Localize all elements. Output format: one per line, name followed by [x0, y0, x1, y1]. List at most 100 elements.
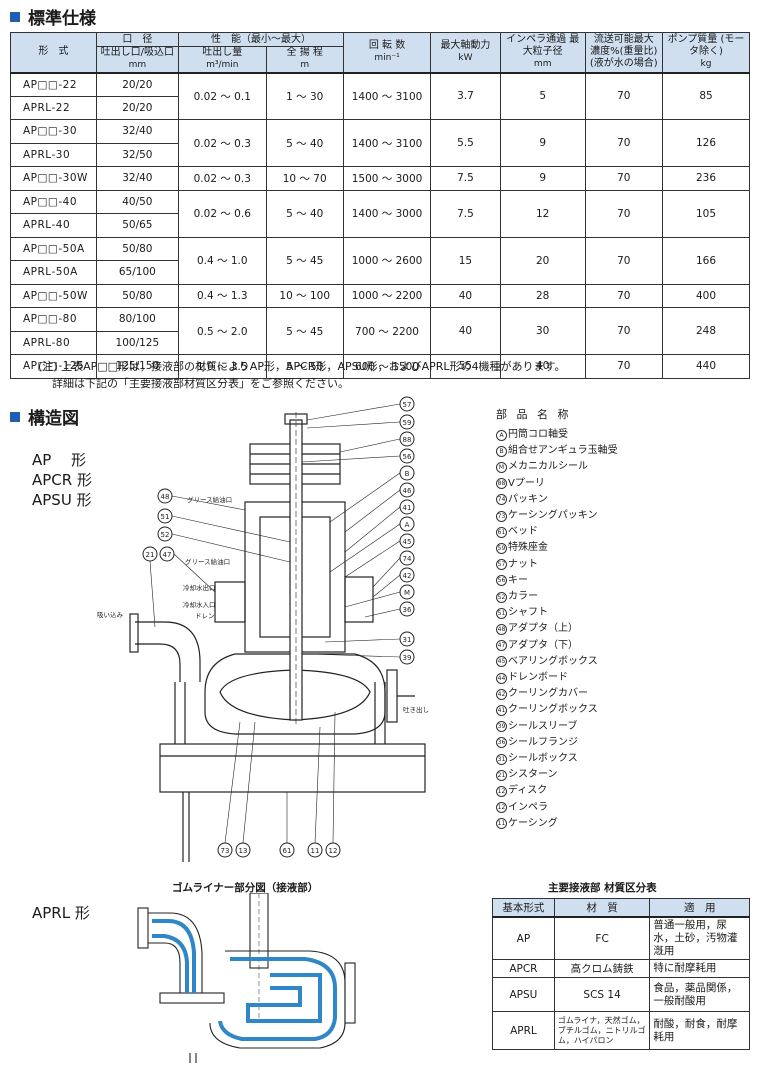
table-row: APRL-22 20/20 — [10, 95, 750, 120]
svg-text:61: 61 — [283, 847, 292, 855]
label-drain: ドレン — [195, 612, 215, 620]
callout-57: 57 — [306, 396, 415, 421]
th-base: 基本形式 — [492, 898, 555, 918]
callout-21: 21 — [142, 546, 158, 628]
label-grease-1: グリース給油口 — [187, 495, 232, 504]
svg-text:57: 57 — [403, 401, 412, 409]
th-conc: 流送可能最大 濃度%(重量比) (液が水の場合) — [584, 32, 664, 73]
table-row: AP□□-80 80/100 0.5 ～ 2.0 5 ～ 45 700 ～ 22… — [10, 307, 750, 355]
callout-74: 74 — [372, 550, 415, 588]
table-row: APCR 高クロム鋳鉄 特に耐摩耗用 — [492, 959, 750, 978]
bed-outline — [159, 743, 426, 793]
model-label-apsu: APSU 形 — [32, 491, 92, 509]
callouts-left: 48 51 52 21 47 — [142, 488, 291, 628]
th-model: 形 式 — [10, 32, 97, 73]
section-marker-icon — [10, 411, 20, 422]
th-use: 適 用 — [649, 898, 750, 918]
callout-45: 45 — [344, 533, 415, 578]
callout-39: 39 — [309, 649, 415, 665]
svg-text:45: 45 — [403, 538, 412, 546]
callout-12: 12 — [325, 711, 341, 858]
svg-text:88: 88 — [403, 436, 412, 444]
table-row: APRL-30 32/50 — [10, 142, 750, 167]
callout-a: A — [329, 516, 415, 573]
callout-52: 52 — [157, 526, 291, 563]
svg-text:36: 36 — [403, 606, 412, 614]
label-cool-in: 冷却水入口 — [183, 600, 216, 609]
svg-text:59: 59 — [403, 419, 412, 427]
label-cool-out: 冷却水出口 — [183, 583, 216, 592]
svg-text:11: 11 — [311, 847, 320, 855]
table-row: APRL-40 50/65 — [10, 213, 750, 238]
label-discharge: 吐き出し — [403, 705, 429, 714]
rubber-liner — [152, 919, 337, 1041]
note-line-1: (注) 上表AP□□形は，接液部の材質によりAP形，APCR形，APSU形，およ… — [38, 360, 566, 373]
svg-text:42: 42 — [403, 572, 412, 580]
svg-text:A: A — [405, 521, 410, 529]
callout-73: 73 — [217, 721, 241, 858]
model-label-ap: AP 形 — [32, 451, 87, 469]
section-marker-icon — [10, 11, 20, 22]
material-table: 基本形式 材 質 適 用 AP FC 普通一般用，尿水，土砂，汚物灌漑用 APC… — [492, 898, 750, 1050]
label-grease-2: グリース給油口 — [185, 557, 230, 566]
callout-56: 56 — [301, 448, 415, 464]
table-row: AP□□-30 32/40 0.02 ～ 0.3 5 ～ 40 1400 ～ 3… — [10, 119, 750, 167]
callout-51: 51 — [157, 508, 291, 543]
callout-11: 11 — [307, 726, 323, 858]
table-row: APRL-80 100/125 — [10, 330, 750, 355]
casing-outline — [204, 653, 386, 735]
svg-text:39: 39 — [403, 654, 412, 662]
table-note: (注) 上表AP□□形は，接液部の材質によりAP形，APCR形，APSU形，およ… — [38, 358, 748, 392]
callout-m: M — [344, 584, 415, 608]
callout-48: 48 — [157, 488, 246, 511]
pump-cross-section-drawing: 57 59 88 56 B 46 41 A 45 74 42 M 36 31 3… — [97, 396, 429, 862]
table-row: AP□□-30W 32/40 0.02 ～ 0.3 10 ～ 70 1500 ～… — [10, 166, 750, 191]
svg-text:48: 48 — [161, 493, 170, 501]
callout-13: 13 — [235, 721, 256, 858]
th-perf-group: 性 能（最小～最大） — [178, 32, 344, 47]
model-label-apcr: APCR 形 — [32, 471, 92, 489]
table-row: AP□□-50A 50/80 0.4 ～ 1.0 5 ～ 45 1000 ～ 2… — [10, 236, 750, 285]
section-title-spec: 標準仕様 — [10, 4, 96, 29]
svg-text:56: 56 — [403, 453, 412, 461]
callout-36: 36 — [364, 601, 415, 618]
model-labels: AP 形 APCR 形 APSU 形 — [32, 450, 92, 510]
callout-42: 42 — [372, 567, 415, 598]
parts-list-title: 部 品 名 称 — [496, 408, 572, 421]
table-row: AP FC 普通一般用，尿水，土砂，汚物灌漑用 — [492, 916, 750, 960]
callout-61: 61 — [279, 792, 295, 858]
rubber-liner-drawing — [137, 893, 356, 1063]
th-bore-group: 口 径 — [95, 32, 180, 47]
svg-text:73: 73 — [221, 847, 230, 855]
svg-text:47: 47 — [163, 551, 172, 559]
table-row: AP□□-22 20/20 0.02 ～ 0.1 1 ～ 30 1400 ～ 3… — [10, 72, 750, 120]
callout-46: 46 — [344, 482, 415, 533]
svg-text:41: 41 — [403, 504, 412, 512]
callout-41: 41 — [344, 499, 415, 553]
table-row: APRL ゴムライナ，天然ゴム，ブチルゴム，ニトリルゴム，ハイパロン 耐酸，耐食… — [492, 1011, 750, 1050]
table-row: AP□□-125 125/150 1.0 ～ 3.5 5 ～ 50 600 ～ … — [10, 354, 750, 379]
rubber-liner-title: ゴムライナー部分図（接液部） — [172, 882, 319, 894]
th-weight: ポンプ質量 (モータ除く)kg — [662, 32, 750, 73]
svg-text:46: 46 — [403, 487, 412, 495]
